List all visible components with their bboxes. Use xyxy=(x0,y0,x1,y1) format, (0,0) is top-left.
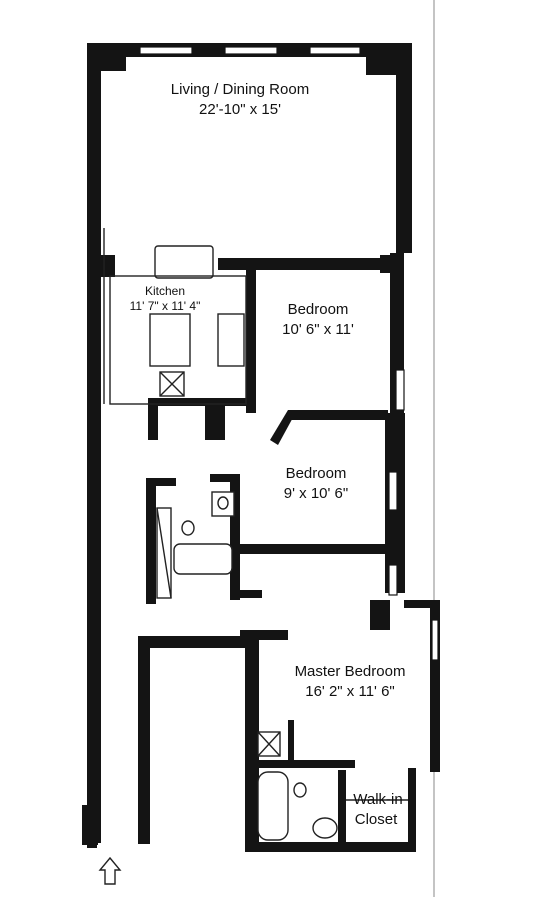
interior-walls xyxy=(95,255,400,850)
closet-label-line2: Closet xyxy=(355,811,398,828)
outer-walls xyxy=(82,43,440,852)
kitchen-dims: 11' 7" x 11' 4" xyxy=(130,299,201,313)
living-room-dims: 22'-10" x 15' xyxy=(199,101,281,118)
up-arrow-icon xyxy=(98,856,122,885)
bedroom1-name: Bedroom xyxy=(288,301,349,318)
bedroom1-dims: 10' 6" x 11' xyxy=(282,321,354,338)
master-bedroom-name: Master Bedroom xyxy=(295,663,406,680)
kitchen-name: Kitchen xyxy=(145,284,185,298)
closet-label-line1: Walk-in xyxy=(353,791,402,808)
windows xyxy=(139,46,439,661)
bedroom2-dims: 9' x 10' 6" xyxy=(284,485,348,502)
bath-fixtures xyxy=(156,491,235,599)
master-bedroom-dims: 16' 2" x 11' 6" xyxy=(305,683,395,700)
master-bath-fixtures xyxy=(257,731,408,841)
bedroom2-name: Bedroom xyxy=(286,465,347,482)
kitchen-fixtures xyxy=(103,228,247,405)
living-room-name: Living / Dining Room xyxy=(171,81,309,98)
